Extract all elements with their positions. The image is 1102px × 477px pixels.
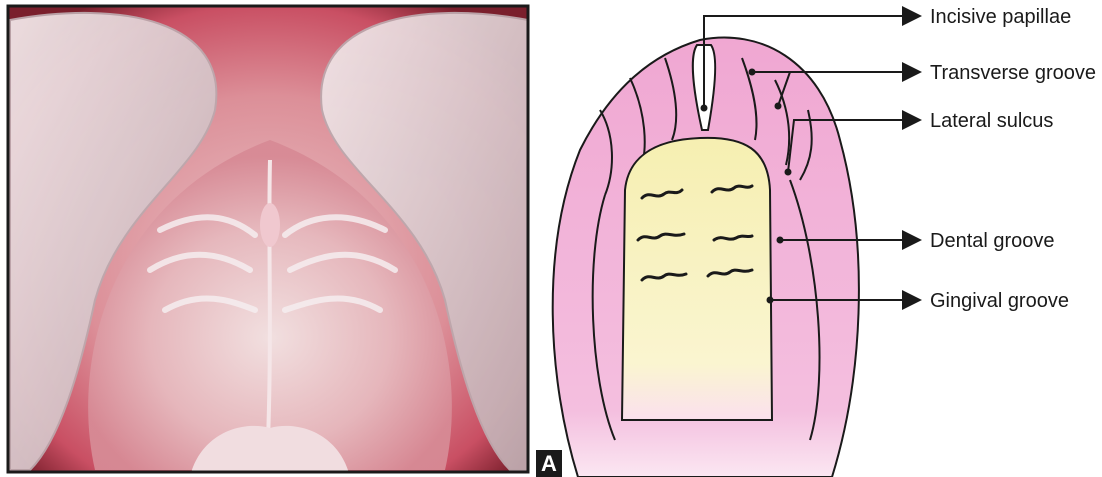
panel-letter: A (541, 451, 557, 476)
label-gingival-groove: Gingival groove (930, 290, 1069, 312)
panel-letter-badge: A (536, 450, 562, 477)
label-transverse-groove: Transverse groove (930, 62, 1096, 84)
incisive-papilla-photo (260, 203, 280, 247)
palate-diagram: Incisive papillae Transverse groove Late… (553, 6, 1096, 477)
label-incisive-papillae: Incisive papillae (930, 6, 1071, 28)
intraoral-photo (8, 6, 528, 477)
midline-raphe (268, 160, 270, 440)
label-lateral-sulcus: Lateral sulcus (930, 110, 1053, 132)
label-dental-groove: Dental groove (930, 230, 1055, 252)
